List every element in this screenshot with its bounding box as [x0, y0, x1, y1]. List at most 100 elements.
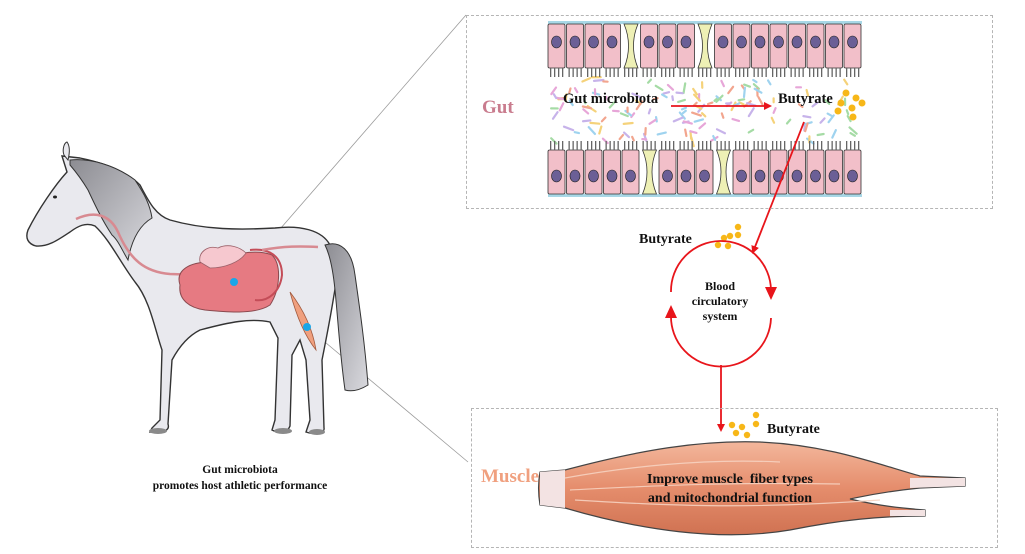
microbe: [797, 103, 804, 109]
nucleus: [588, 35, 599, 49]
gut-panel: [466, 15, 993, 209]
microvillus: [587, 141, 589, 150]
microbe: [824, 99, 831, 105]
microbe: [680, 106, 688, 111]
microvillus: [831, 68, 833, 77]
microvillus: [757, 68, 759, 77]
microbe: [700, 81, 704, 89]
microvillus: [780, 68, 782, 77]
microvillus: [687, 141, 689, 150]
microvillus: [809, 68, 811, 77]
microvillus: [780, 141, 782, 150]
microbe: [700, 112, 707, 118]
microvillus: [698, 141, 700, 150]
microbe: [573, 87, 579, 94]
microbe: [558, 102, 565, 112]
microbe: [601, 137, 609, 145]
horse-hoof: [309, 429, 325, 435]
microvillus: [576, 141, 578, 150]
microvillus: [698, 68, 700, 77]
microvillus: [802, 141, 804, 150]
microvillus: [679, 68, 681, 77]
microvillus: [580, 141, 582, 150]
microbe: [681, 109, 687, 115]
microbe: [816, 132, 825, 137]
microvillus: [673, 68, 675, 77]
microbe: [660, 93, 668, 99]
microvillus: [747, 68, 749, 77]
microvillus: [813, 141, 815, 150]
microvillus: [761, 68, 763, 77]
butyrate-dots-muscle: [728, 411, 760, 439]
goblet-cell: [623, 23, 639, 69]
nucleus: [606, 169, 618, 183]
microbe: [654, 84, 664, 92]
microvillus: [854, 141, 856, 150]
butyrate-dots-blood: [714, 223, 742, 250]
microbe: [573, 131, 581, 135]
microvillus: [617, 141, 619, 150]
microbe: [644, 126, 647, 136]
microvillus: [798, 68, 800, 77]
microbe: [562, 125, 575, 132]
blood-circulation-cycle: [665, 240, 777, 368]
microbe: [827, 114, 835, 124]
microvillus: [784, 141, 786, 150]
microvillus: [753, 68, 755, 77]
horse-caption: Gut microbiota promotes host athletic pe…: [140, 462, 340, 494]
nucleus: [699, 169, 710, 183]
microbe: [720, 79, 725, 88]
microbe: [656, 131, 667, 136]
microbe: [766, 79, 772, 86]
microvillus: [827, 68, 829, 77]
horse-illustration: [26, 141, 369, 435]
horse-hoof: [274, 428, 292, 434]
microvillus: [646, 141, 648, 150]
microvillus: [835, 68, 837, 77]
microbe: [587, 126, 596, 136]
cycle-arrowhead-left: [665, 305, 677, 318]
microbe: [678, 111, 686, 120]
microbe: [804, 122, 809, 133]
nucleus: [569, 169, 581, 183]
microvillus: [761, 141, 763, 150]
microvillus: [572, 141, 574, 150]
nucleus: [717, 35, 729, 49]
horse-eye: [53, 195, 57, 199]
microvillus: [632, 141, 634, 150]
microbe: [624, 109, 633, 117]
microbe: [631, 135, 635, 142]
microvillus: [669, 68, 671, 77]
microbe: [682, 120, 693, 125]
microbe: [737, 98, 746, 102]
microvillus: [599, 68, 601, 77]
microbe: [600, 116, 607, 123]
microvillus: [654, 141, 656, 150]
microvillus: [572, 68, 574, 77]
nucleus: [736, 35, 747, 49]
microvillus: [673, 141, 675, 150]
microvillus: [609, 141, 611, 150]
microbe: [772, 97, 775, 104]
microvillus: [628, 141, 630, 150]
microbe: [608, 100, 617, 109]
gut-section-label: Gut: [482, 97, 514, 118]
microbe: [682, 82, 687, 95]
microbe: [846, 114, 852, 123]
microvillus: [550, 68, 552, 77]
microvillus: [683, 141, 685, 150]
microvillus: [568, 68, 570, 77]
microbe: [550, 86, 558, 96]
microbe: [648, 118, 657, 125]
microvillus: [587, 68, 589, 77]
microbe: [819, 117, 826, 124]
microvillus: [850, 141, 852, 150]
nucleus: [662, 35, 673, 49]
microvillus: [702, 141, 704, 150]
nucleus: [625, 169, 636, 183]
microbe: [604, 95, 608, 102]
microbe: [551, 111, 559, 120]
microbe: [712, 134, 717, 142]
microbe: [598, 125, 603, 135]
microvillus: [728, 141, 730, 150]
